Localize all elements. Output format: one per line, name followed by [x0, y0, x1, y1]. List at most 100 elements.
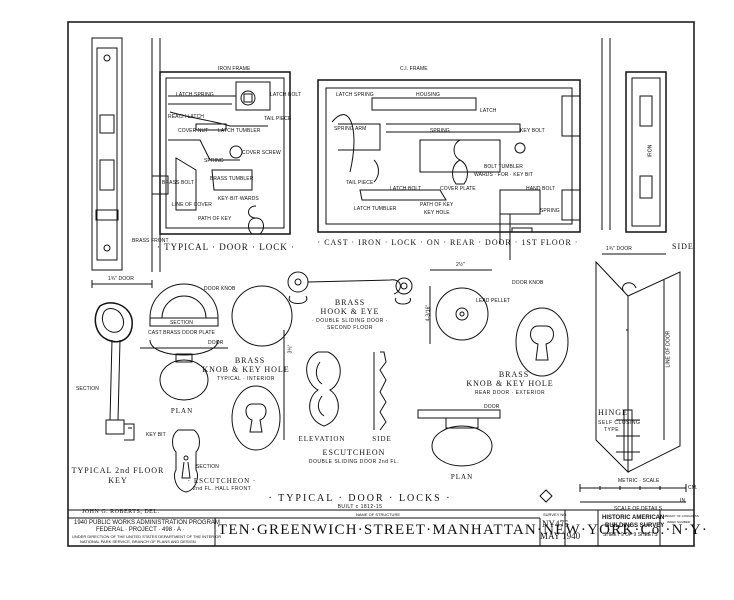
- label-section2: SECTION: [76, 386, 99, 392]
- side-elevation-strip: [601, 38, 667, 255]
- caption-hook-eye3: · DOUBLE SLIDING DOOR ·: [312, 318, 388, 324]
- door-knob-section: [140, 283, 293, 401]
- agency-line3: UNDER DIRECTION OF THE UNITED STATES DEP…: [72, 534, 222, 539]
- label-door-2: 1¾" DOOR: [606, 246, 632, 252]
- label-section3: SECTION: [196, 464, 219, 470]
- caption-rear-knob2: KNOB & KEY HOLE: [466, 379, 554, 388]
- label-dim-3-5: 3½": [287, 344, 294, 354]
- label-path-of-key: PATH OF KEY: [198, 216, 232, 222]
- survey-number: NY475: [542, 519, 569, 529]
- label-hand-bolt: HAND BOLT: [526, 186, 556, 192]
- label-latch-bolt: LATCH BOLT: [270, 92, 302, 98]
- label-brass-front: BRASS FRONT: [132, 238, 169, 244]
- label-latch-spring2: LATCH SPRING: [336, 92, 374, 98]
- label-ci-frame: C.I. FRAME: [400, 66, 428, 72]
- caption-escutcheon-small-sub: 2nd FL. HALL FRONT: [192, 486, 252, 492]
- label-door2: DOOR: [484, 404, 500, 410]
- built-date: BUILT c 1812-15: [337, 504, 383, 510]
- label-cover-nut: COVER NUT: [178, 128, 209, 134]
- door-lock-edge-view: [91, 37, 123, 271]
- label-cast-brass-door-plate: CAST BRASS DOOR PLATE: [148, 330, 215, 336]
- caption-brass-knob3: TYPICAL · INTERIOR: [217, 376, 275, 382]
- escutcheon-elevation-drawing: [306, 351, 387, 431]
- label-bolt-tumbler: BOLT TUMBLER: [484, 164, 523, 170]
- caption-brass-knob2: KNOB & KEY HOLE: [202, 365, 290, 374]
- caption-rear-knob1: BRASS: [498, 370, 530, 379]
- label-reach-latch: REACH LATCH: [168, 114, 205, 120]
- caption-key: TYPICAL 2nd FLOOR: [71, 466, 165, 475]
- caption-hinge: HINGE: [598, 408, 628, 417]
- label-brass-tumbler: BRASS TUMBLER: [210, 176, 254, 182]
- caption-rear-knob3: REAR DOOR · EXTERIOR: [474, 390, 546, 396]
- label-tail-piece2: TAIL PIECE: [346, 180, 374, 186]
- label-line-of-cover: LINE OF COVER: [172, 202, 212, 208]
- label-lead-pellet: LEAD PELLET: [476, 298, 511, 304]
- sheet-border: [67, 21, 695, 547]
- escutcheon-small-drawing: [172, 429, 200, 493]
- agency-line4: NATIONAL PARK SERVICE, BRANCH OF PLANS A…: [80, 539, 196, 544]
- label-path-of-key2: PATH OF KEY: [420, 202, 454, 208]
- index-label: INDEX NUMBER: [667, 520, 691, 524]
- label-section: SECTION: [170, 320, 193, 326]
- label-spring3: SPRING: [540, 208, 560, 214]
- structure-label: NAME OF STRUCTURE: [356, 512, 400, 517]
- label-door: DOOR: [208, 340, 224, 346]
- scale-details: SCALE OF DETAILS: [614, 506, 663, 512]
- label-wards-for-key-bit: WARDS · FOR · KEY BIT: [474, 172, 534, 178]
- label-spring-arm: SPRING ARM: [334, 126, 367, 132]
- caption-hook-eye4: SECOND FLOOR: [326, 325, 374, 331]
- caption-typical-door-lock: · TYPICAL · DOOR · LOCK ·: [157, 242, 295, 252]
- caption-elevation: ELEVATION: [298, 435, 346, 443]
- survey-no-label: SURVEY NO.: [543, 512, 568, 517]
- caption-hinge-sub1: SELF CLOSING: [598, 420, 641, 426]
- caption-plan2: PLAN: [450, 473, 474, 481]
- label-line-of-door: LINE OF DOOR: [665, 330, 672, 368]
- label-brass-bolt: BRASS BOLT: [162, 180, 195, 186]
- rear-knob-drawing: [417, 269, 569, 467]
- caption-side: SIDE: [672, 242, 694, 251]
- caption-escutcheon: ESCUTCHEON: [322, 448, 386, 457]
- scale-bar: [539, 484, 687, 503]
- library-label: LIBRARY OF CONGRESS: [663, 514, 699, 518]
- label-cover-screw: COVER SCREW: [242, 150, 281, 156]
- label-housing: HOUSING: [416, 92, 441, 98]
- agency-line2: FEDERAL · PROJECT · 498 · A ·: [96, 527, 185, 533]
- label-spring: SPRING: [204, 158, 224, 164]
- agency-line1: 1940 PUBLIC WORKS ADMINISTRATION PROGRAM: [74, 520, 220, 526]
- structure-name: TEN·GREENWICH·STREET·MANHATTAN·NEW·YORK·…: [218, 522, 709, 538]
- label-cover-plate: COVER PLATE: [440, 186, 476, 192]
- keyhole-escutcheon-center: [231, 330, 285, 451]
- main-title: · TYPICAL · DOOR · LOCKS ·: [268, 493, 452, 504]
- caption-hook-eye1: BRASS: [334, 298, 366, 307]
- scale-cm: CM.: [688, 485, 698, 491]
- hinge-drawing: [595, 260, 681, 474]
- delineator: JOHN G. ROBERTS, DEL.: [82, 509, 160, 515]
- label-spring2: SPRING: [430, 128, 450, 134]
- org-line1: HISTORIC AMERICAN: [602, 515, 665, 521]
- door-lock-body: [151, 38, 291, 272]
- label-dim-4-3: 4-3/16": [425, 304, 432, 322]
- caption-escutcheon-small: · ESCUTCHEON ·: [187, 477, 257, 485]
- label-door-knob: DOOR KNOB: [204, 286, 236, 292]
- label-iron: IRON: [647, 144, 654, 158]
- label-latch-tumbler: LATCH TUMBLER: [218, 128, 261, 134]
- caption-key2: KEY: [108, 476, 128, 485]
- caption-cast-iron-lock: · CAST · IRON · LOCK · ON · REAR · DOOR …: [317, 238, 579, 247]
- caption-plan: PLAN: [170, 407, 194, 415]
- cast-iron-lock-body: [317, 79, 581, 260]
- hook-eye-drawing: [287, 271, 413, 305]
- label-latch-tumbler2: LATCH TUMBLER: [354, 206, 397, 212]
- label-door-knob2: DOOR KNOB: [512, 280, 544, 286]
- key-drawing: [94, 302, 135, 441]
- caption-escutcheon-sub: DOUBLE SLIDING DOOR 2nd FL.: [308, 459, 400, 465]
- label-key-bit: KEY BIT: [146, 432, 166, 438]
- org-line2: BUILDINGS SURVEY: [605, 523, 665, 529]
- sheet-number: SHEET 9 OF 9 SHEETS: [603, 532, 658, 538]
- caption-side2: SIDE: [372, 435, 392, 443]
- caption-brass-knob: BRASS: [234, 356, 266, 365]
- label-latch-spring: LATCH SPRING: [176, 92, 214, 98]
- label-key-bolt: KEY BOLT: [520, 128, 545, 134]
- label-latch-bolt2: LATCH BOLT: [390, 186, 422, 192]
